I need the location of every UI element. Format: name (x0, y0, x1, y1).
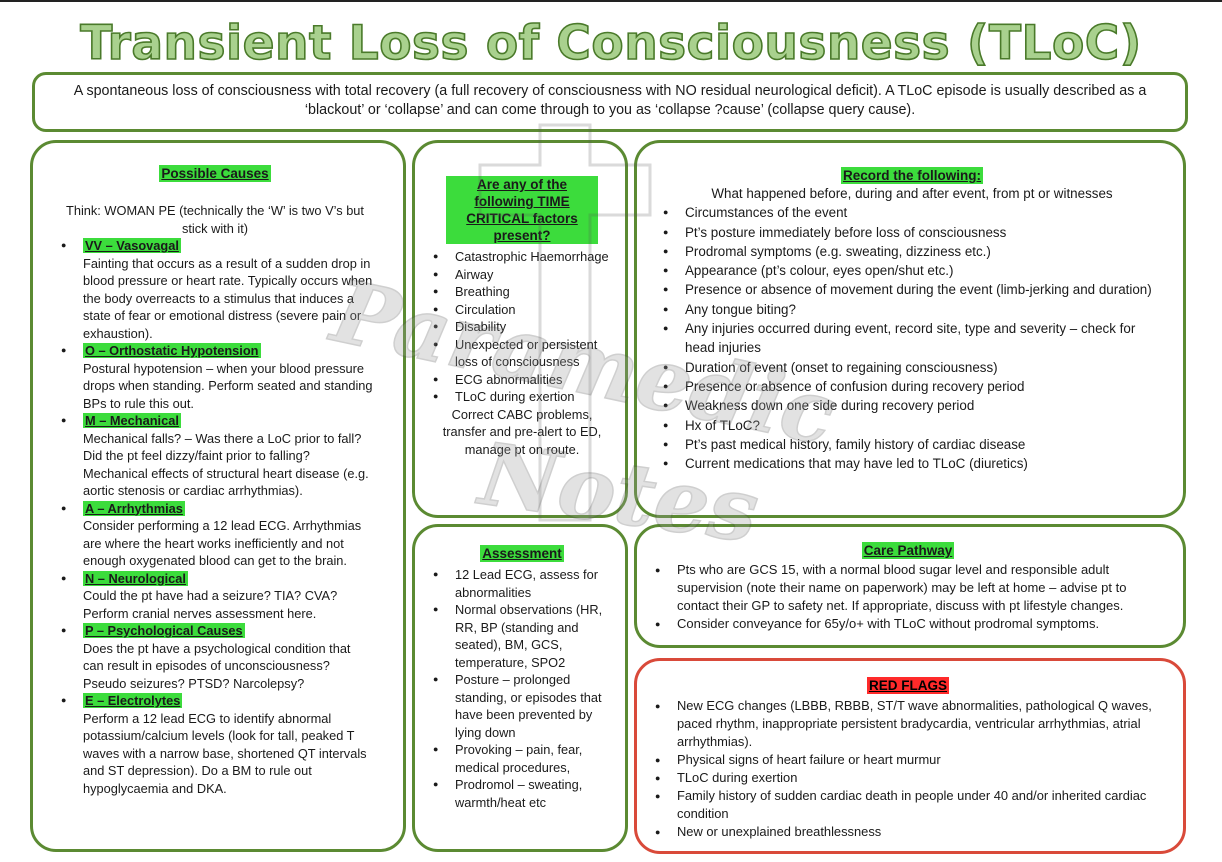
time-critical-item: Airway (429, 266, 615, 284)
assessment-box: Assessment 12 Lead ECG, assess for abnor… (412, 524, 628, 852)
assessment-heading: Assessment (480, 545, 564, 562)
assessment-item: Provoking – pain, fear, medical procedur… (429, 741, 615, 776)
assessment-item: Posture – prolonged standing, or episode… (429, 671, 615, 741)
cause-text: Perform a 12 lead ECG to identify abnorm… (83, 710, 367, 796)
record-item: Presence or absence of confusion during … (659, 377, 1165, 397)
cause-text: Does the pt have a psychological conditi… (83, 640, 351, 691)
cause-title: VV – Vasovagal (83, 238, 181, 253)
record-item: Hx of TLoC? (659, 416, 1165, 436)
cause-title: E – Electrolytes (83, 693, 183, 708)
cause-title: P – Psychological Causes (83, 623, 245, 638)
record-item: Any tongue biting? (659, 300, 1165, 320)
assessment-item: 12 Lead ECG, assess for abnormalities (429, 566, 615, 601)
time-critical-box: Are any of the following TIME CRITICAL f… (412, 140, 628, 518)
red-flag-item: Physical signs of heart failure or heart… (651, 751, 1165, 769)
record-item: Presence or absence of movement during t… (659, 280, 1165, 300)
record-item: Pt’s posture immediately before loss of … (659, 223, 1165, 243)
care-pathway-box: Care Pathway Pts who are GCS 15, with a … (634, 524, 1186, 648)
time-critical-item: Breathing (429, 283, 615, 301)
record-item: Current medications that may have led to… (659, 454, 1165, 474)
record-item: Prodromal symptoms (e.g. sweating, dizzi… (659, 242, 1165, 262)
time-critical-item: Circulation (429, 301, 615, 319)
red-flag-item: TLoC during exertion (651, 769, 1165, 787)
care-pathway-item: Consider conveyance for 65y/o+ with TLoC… (651, 615, 1165, 633)
red-flags-list: New ECG changes (LBBB, RBBB, ST/T wave a… (651, 697, 1165, 841)
definition-box: A spontaneous loss of consciousness with… (32, 72, 1188, 132)
cause-text: Could the pt have had a seizure? TIA? CV… (83, 588, 338, 621)
red-flags-box: RED FLAGS New ECG changes (LBBB, RBBB, S… (634, 658, 1186, 854)
assessment-item: Prodromol – sweating, warmth/heat etc (429, 776, 615, 811)
definition-text: A spontaneous loss of consciousness with… (73, 83, 1147, 118)
time-critical-heading: Are any of the following TIME CRITICAL f… (446, 176, 598, 244)
cause-title: M – Mechanical (83, 413, 181, 428)
record-heading: Record the following: (841, 167, 983, 184)
time-critical-item: Disability (429, 318, 615, 336)
cause-text: Postural hypotension – when your blood p… (83, 360, 373, 411)
page-title: Transient Loss of Consciousness (TLoC) (79, 15, 1142, 72)
possible-causes-heading: Possible Causes (159, 165, 271, 182)
record-intro: What happened before, during and after e… (711, 186, 1113, 201)
cause-text: Fainting that occurs as a result of a su… (83, 255, 373, 341)
record-box: Record the following: What happened befo… (634, 140, 1186, 518)
possible-causes-box: Possible Causes Think: WOMAN PE (technic… (30, 140, 406, 852)
red-flag-item: New or unexplained breathlessness (651, 823, 1165, 841)
time-critical-list: Catastrophic Haemorrhage Airway Breathin… (429, 248, 615, 406)
record-item: Circumstances of the event (659, 203, 1165, 223)
care-pathway-heading: Care Pathway (861, 542, 955, 559)
record-item: Any injuries occurred during event, reco… (659, 319, 1165, 358)
red-flags-heading: RED FLAGS (866, 677, 949, 694)
cause-title: N – Neurological (83, 570, 188, 586)
cause-text: Mechanical falls? – Was there a LoC prio… (83, 430, 369, 499)
assessment-list: 12 Lead ECG, assess for abnormalities No… (429, 566, 615, 811)
red-flag-item: Family history of sudden cardiac death i… (651, 787, 1165, 823)
top-border-line (0, 0, 1222, 2)
time-critical-item: ECG abnormalities (429, 371, 615, 389)
time-critical-footer: Correct CABC problems, transfer and pre-… (442, 406, 602, 457)
care-pathway-list: Pts who are GCS 15, with a normal blood … (651, 561, 1165, 633)
time-critical-item: Catastrophic Haemorrhage (429, 248, 615, 266)
record-list: Circumstances of the event Pt’s posture … (659, 203, 1165, 473)
record-item: Duration of event (onset to regaining co… (659, 358, 1165, 378)
time-critical-item: TLoC during exertion (429, 388, 615, 406)
cause-text: Consider performing a 12 lead ECG. Arrhy… (83, 518, 362, 568)
red-flag-item: New ECG changes (LBBB, RBBB, ST/T wave a… (651, 697, 1165, 751)
cause-title: A – Arrhythmias (83, 500, 185, 516)
cause-title: O – Orthostatic Hypotension (83, 343, 261, 358)
record-item: Appearance (pt’s colour, eyes open/shut … (659, 261, 1165, 281)
causes-intro: Think: WOMAN PE (technically the ‘W’ is … (66, 203, 364, 236)
record-item: Pt’s past medical history, family histor… (659, 435, 1165, 455)
record-item: Weakness down one side during recovery p… (659, 396, 1165, 416)
time-critical-item: Unexpected or persistent loss of conscio… (429, 336, 615, 371)
assessment-item: Normal observations (HR, RR, BP (standin… (429, 601, 615, 671)
care-pathway-item: Pts who are GCS 15, with a normal blood … (651, 561, 1165, 615)
